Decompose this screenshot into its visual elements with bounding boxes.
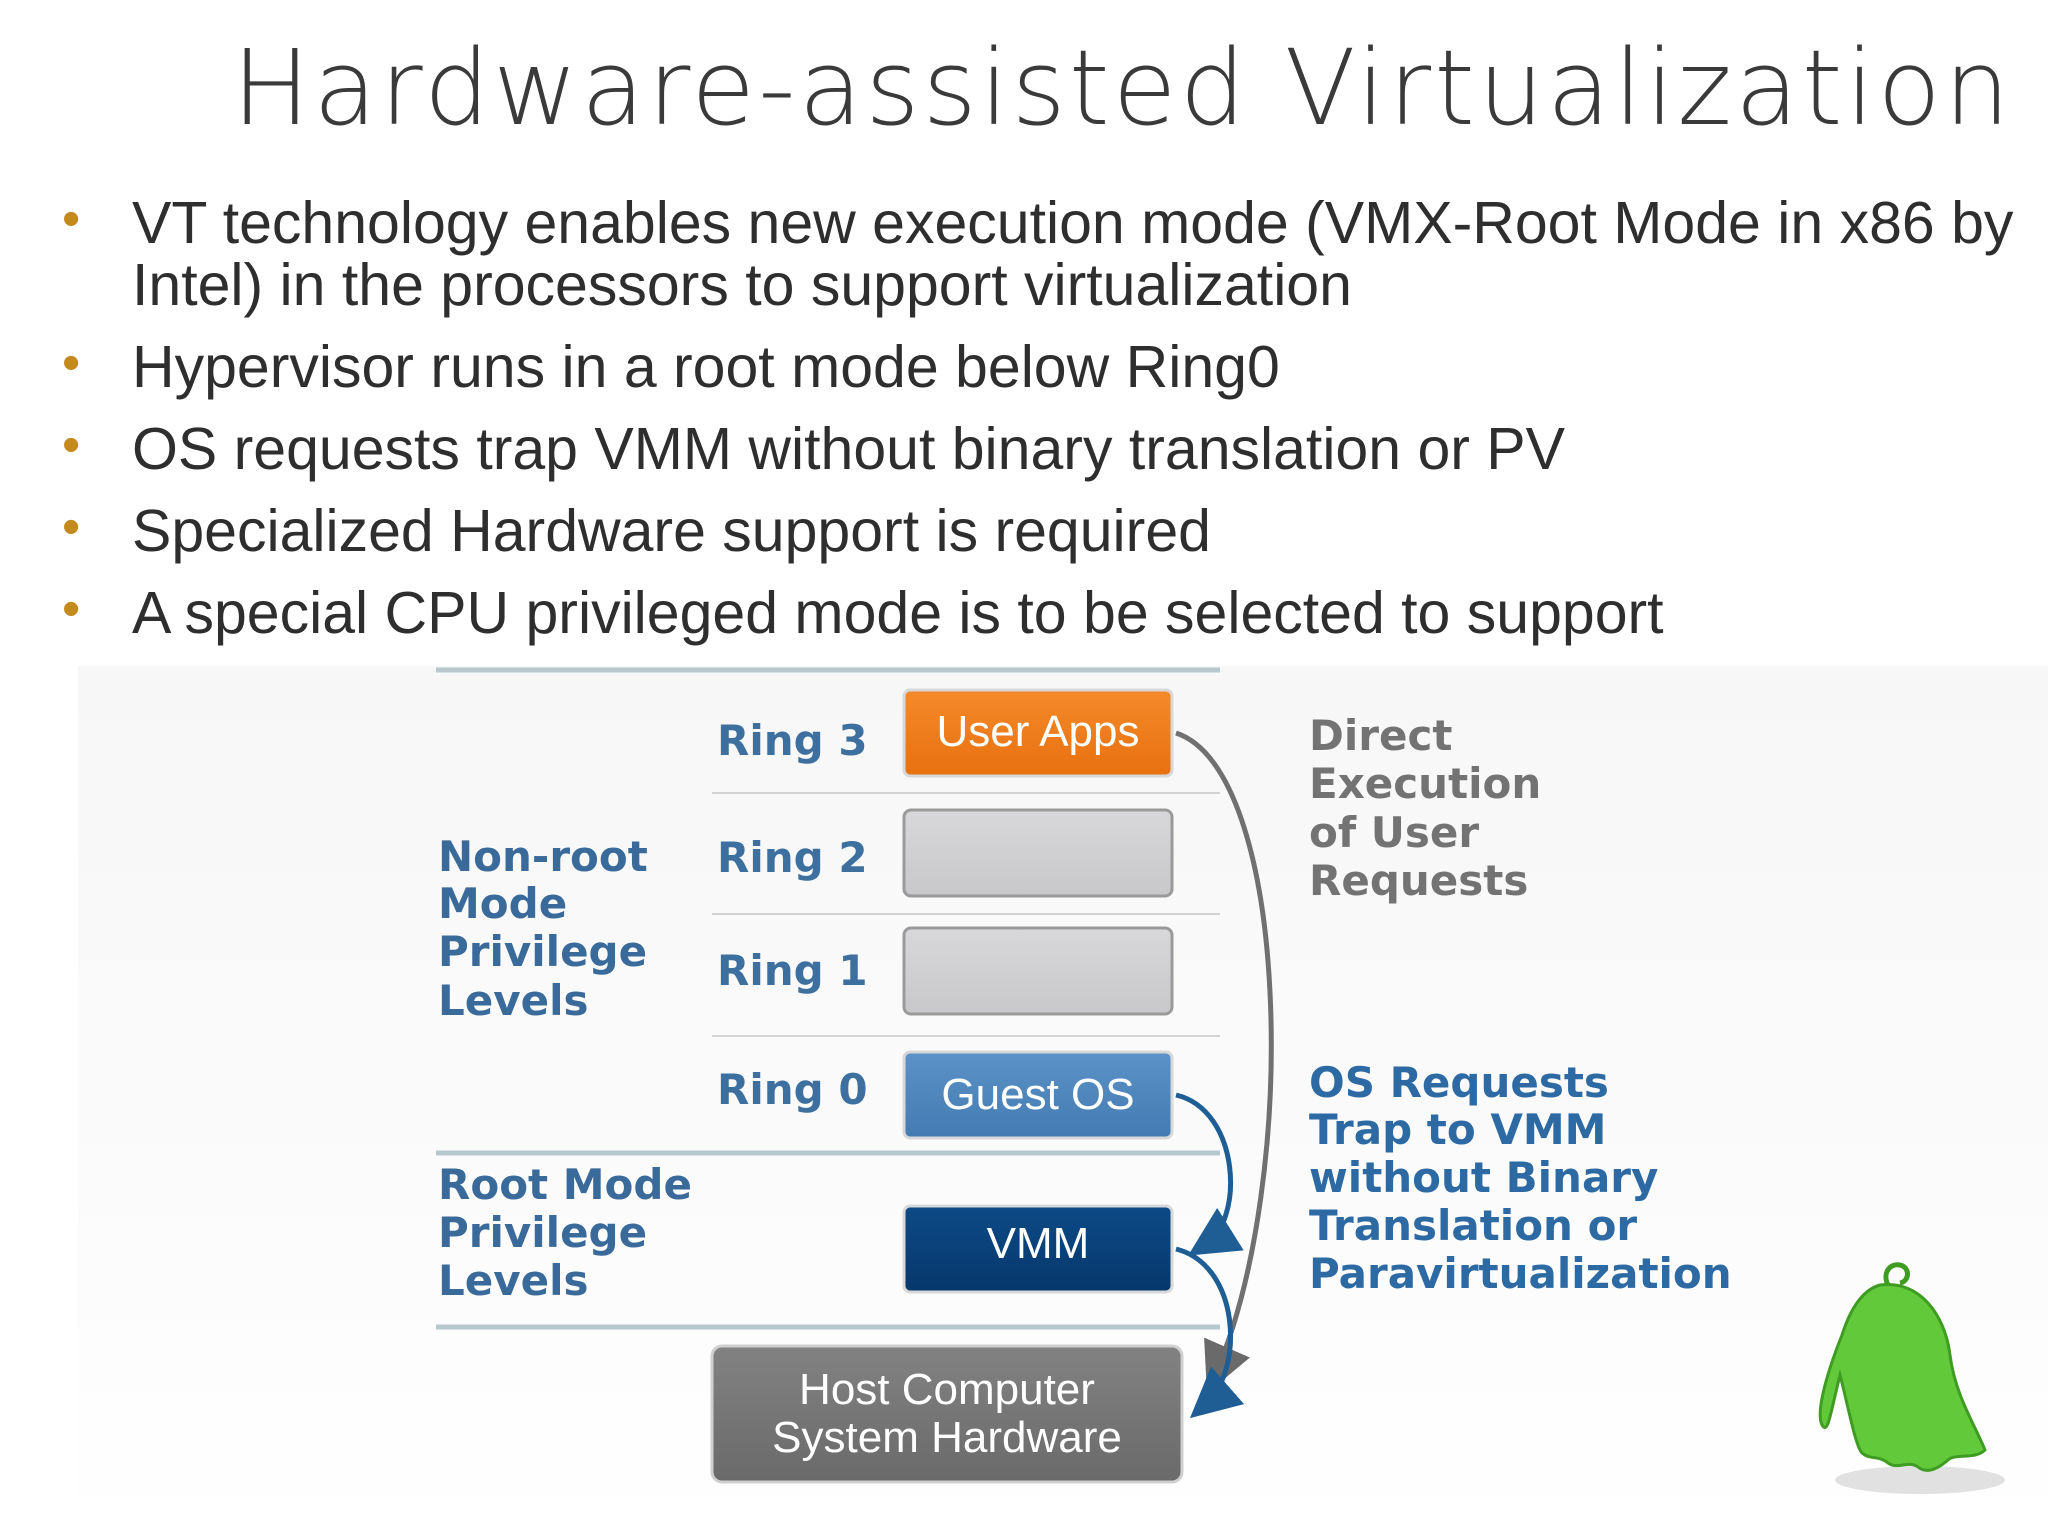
direct-label-line: of User — [1309, 808, 1479, 857]
user-apps-box — [902, 688, 1174, 778]
vmm-box — [902, 1204, 1174, 1294]
bullet-text: VT technology enables new execution mode… — [132, 190, 2014, 318]
nonroot-label-line: Non-root — [438, 832, 648, 881]
bullet-text: Hypervisor runs in a root mode below Rin… — [132, 334, 1280, 400]
ring-1-label: Ring 1 — [717, 946, 868, 995]
bullet-list: • VT technology enables new execution mod… — [58, 190, 2018, 646]
nonroot-label-line: Mode — [438, 879, 567, 928]
ring-3-label: Ring 3 — [717, 716, 868, 765]
bullet-item: • Specialized Hardware support is require… — [58, 498, 2018, 564]
bullet-item: • A special CPU privileged mode is to be … — [58, 580, 2018, 646]
vmm-to-hardware-arrow — [1175, 1246, 1245, 1419]
ring-1-empty-box — [902, 926, 1174, 1016]
vmm-label: VMM — [987, 1219, 1090, 1268]
os-trap-label-line: OS Requests — [1309, 1058, 1609, 1107]
root-label-line: Root Mode — [438, 1160, 692, 1209]
bullet-dot-icon: • — [62, 334, 81, 392]
os-trap-label-line: Trap to VMM — [1309, 1105, 1606, 1154]
root-label-line: Levels — [438, 1256, 589, 1305]
slide-title: Hardware-assisted Virtualization in x86 — [232, 27, 2048, 149]
nonroot-label-line: Privilege — [438, 927, 647, 976]
bullet-item: • OS requests trap VMM without binary tra… — [58, 416, 2018, 482]
bullet-text: OS requests trap VMM without binary tran… — [132, 416, 1565, 482]
ring-2-label: Ring 2 — [717, 833, 868, 882]
root-label-line: Privilege — [438, 1208, 647, 1257]
bullet-dot-icon: • — [62, 498, 81, 556]
host-line-2: System Hardware — [772, 1413, 1122, 1462]
host-hardware-box — [710, 1344, 1184, 1484]
direct-label-line: Execution — [1309, 759, 1541, 808]
bullet-dot-icon: • — [62, 580, 81, 638]
ring-0-label: Ring 0 — [717, 1065, 868, 1114]
user-apps-label: User Apps — [937, 707, 1140, 756]
os-trap-label-line: without Binary — [1309, 1153, 1658, 1202]
bullet-dot-icon: • — [62, 190, 81, 248]
host-line-1: Host Computer — [799, 1365, 1095, 1414]
direct-execution-arrow — [1175, 730, 1274, 1394]
os-trap-label-line: Translation or — [1309, 1201, 1637, 1250]
green-mascot-icon — [1818, 1262, 2005, 1494]
direct-label-line: Direct — [1309, 711, 1452, 760]
bullet-text: Specialized Hardware support is required — [132, 498, 1211, 564]
nonroot-label-line: Levels — [438, 976, 589, 1025]
guest-os-label: Guest OS — [941, 1070, 1134, 1119]
os-trap-label-line: Paravirtualization — [1309, 1249, 1732, 1298]
bullet-dot-icon: • — [62, 416, 81, 474]
guest-os-box — [902, 1050, 1174, 1140]
ring-2-empty-box — [902, 808, 1174, 898]
bullet-item: • VT technology enables new execution mod… — [58, 190, 2018, 318]
bullet-text: A special CPU privileged mode is to be s… — [132, 580, 1664, 646]
direct-label-line: Requests — [1309, 856, 1528, 905]
bullet-item: • Hypervisor runs in a root mode below Ri… — [58, 334, 2018, 400]
os-trap-arrow — [1175, 1092, 1244, 1256]
